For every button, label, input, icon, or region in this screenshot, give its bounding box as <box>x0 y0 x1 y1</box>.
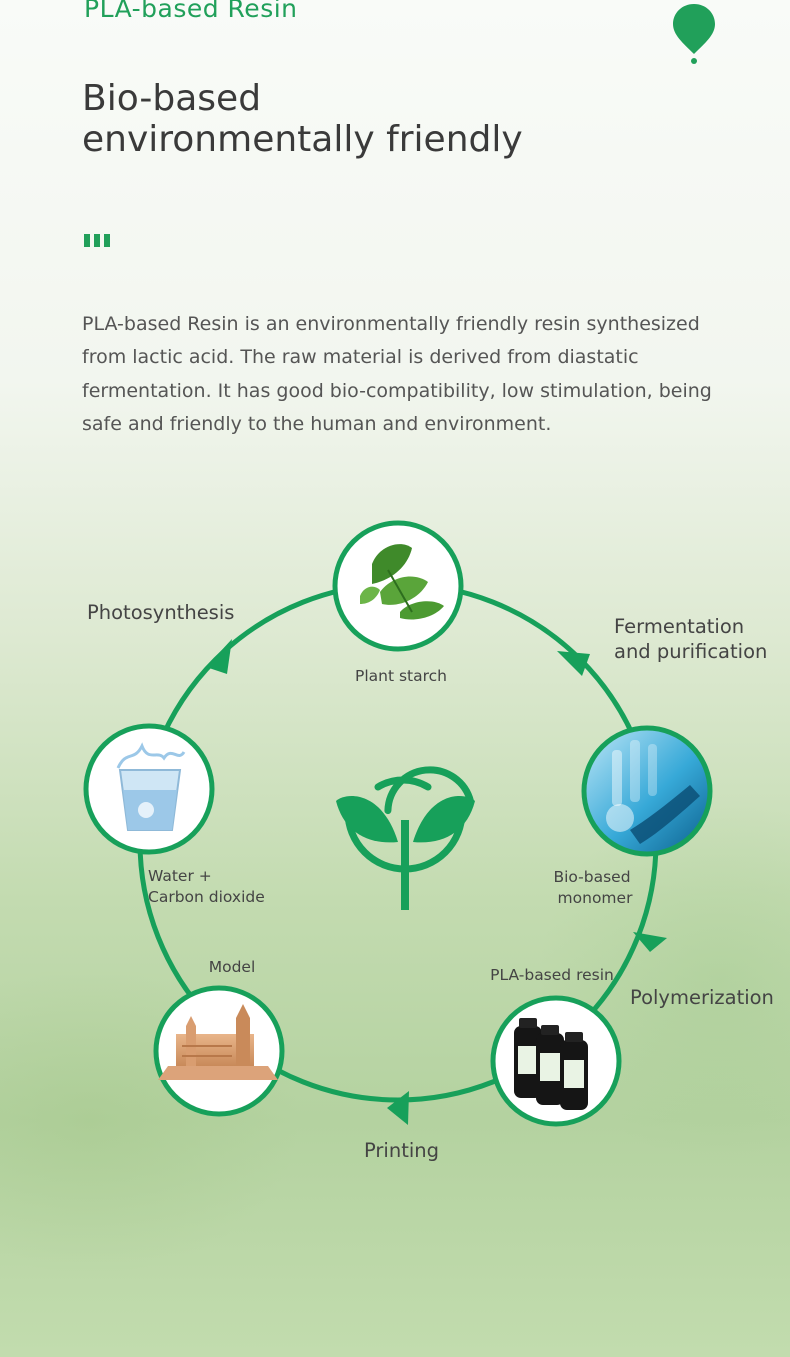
section-marker-icon <box>84 234 112 248</box>
arrow-photosynthesis-icon <box>206 639 232 674</box>
product-name: PLA-based Resin <box>84 0 298 23</box>
sprout-logo-icon <box>336 766 475 910</box>
page-title: Bio-based environmentally friendly <box>82 78 642 160</box>
arrow-polymerization-icon <box>633 932 667 952</box>
process-label-fermentation-line-2: and purification <box>614 640 767 663</box>
lifecycle-diagram: Plant starch Bio-based monomer PLA-based… <box>83 520 774 1162</box>
process-label-photosynthesis: Photosynthesis <box>87 601 234 624</box>
node-label-model: Model <box>209 958 256 976</box>
location-pin-icon <box>673 4 715 64</box>
leaf-icon <box>360 544 444 620</box>
process-label-polymerization: Polymerization <box>630 986 774 1009</box>
page-title-line-2: environmentally friendly <box>82 119 523 160</box>
arrow-fermentation-icon <box>557 651 590 676</box>
node-label-pla-resin: PLA-based resin <box>490 966 614 984</box>
process-label-printing: Printing <box>364 1139 439 1162</box>
node-label-plant-starch: Plant starch <box>355 667 447 685</box>
node-label-water-line-2: Carbon dioxide <box>148 888 265 906</box>
page-title-line-1: Bio-based <box>82 78 262 119</box>
node-water <box>83 723 215 855</box>
node-label-bio-monomer-line-1: Bio-based <box>553 868 630 886</box>
node-plant-starch <box>332 520 464 652</box>
resin-bottles-icon <box>514 1018 588 1110</box>
node-model <box>153 985 285 1117</box>
node-label-bio-monomer-line-2: monomer <box>558 889 634 907</box>
process-label-fermentation-line-1: Fermentation <box>614 615 744 638</box>
arrow-printing-icon <box>387 1091 409 1125</box>
water-glass-icon <box>116 742 186 831</box>
cathedral-model-icon <box>158 1004 278 1080</box>
node-label-water-line-1: Water + <box>148 867 212 885</box>
description-paragraph: PLA-based Resin is an environmentally fr… <box>82 313 712 435</box>
node-pla-resin <box>490 995 622 1127</box>
lab-icon <box>606 740 700 844</box>
node-bio-monomer <box>581 725 713 857</box>
